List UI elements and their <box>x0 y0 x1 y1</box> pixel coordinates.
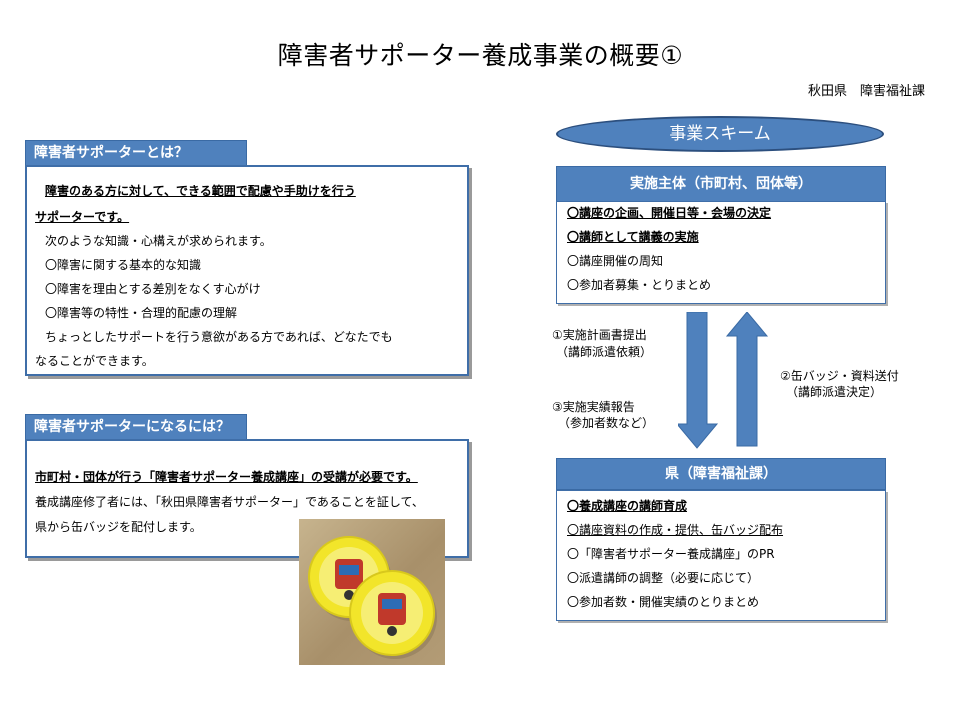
about-line-1: 障害のある方に対して、できる範囲で配慮や手助けを行う <box>45 184 356 198</box>
page-title: 障害者サポーター養成事業の概要① <box>277 41 684 70</box>
top-item-1: 〇講座の企画、開催日等・会場の決定 <box>567 206 772 220</box>
bottom-item-1: 〇養成講座の講師育成 <box>567 499 688 513</box>
about-line-4: 〇障害に関する基本的な知識 <box>45 258 202 272</box>
bottom-box: 〇養成講座の講師育成 〇講座資料の作成・提供、缶バッジ配布 〇「障害者サポーター… <box>556 490 886 621</box>
flow-step2: ②缶バッジ・資料送付 <box>780 369 899 383</box>
department-label: 秋田県 障害福祉課 <box>807 84 925 99</box>
about-tab: 障害者サポーターとは？ <box>25 140 247 166</box>
flow-arrows <box>678 312 769 449</box>
top-item-2: 〇講師として講義の実施 <box>567 230 699 244</box>
become-line-1: 市町村・団体が行う「障害者サポーター養成講座」の受講が必要です。 <box>35 470 418 484</box>
flow-step2-sub: （講師派遣決定） <box>786 385 883 399</box>
bottom-box-header: 県（障害福祉課） <box>556 458 886 490</box>
bottom-item-4: 〇派遣講師の調整（必要に応じて） <box>567 571 760 585</box>
top-box-header: 実施主体（市町村、団体等） <box>556 166 886 202</box>
about-line-2: サポーターです。 <box>35 210 130 224</box>
up-arrow <box>725 312 769 447</box>
about-line-6: 〇障害等の特性・合理的配慮の理解 <box>45 306 238 320</box>
become-line-2: 養成講座修了者には、「秋田県障害者サポーター」であることを証して、 <box>35 495 424 509</box>
badge-illustration <box>308 536 437 659</box>
flow-step3-sub: （参加者数など） <box>558 416 655 430</box>
bottom-item-3: 〇「障害者サポーター養成講座」のPR <box>567 547 775 561</box>
top-item-3: 〇講座開催の周知 <box>567 254 664 268</box>
top-box: 〇講座の企画、開催日等・会場の決定 〇講師として講義の実施 〇講座開催の周知 〇… <box>556 201 886 304</box>
about-line-5: 〇障害を理由とする差別をなくす心がけ <box>45 282 261 296</box>
about-line-3: 次のような知識・心構えが求められます。 <box>45 234 272 248</box>
down-arrow <box>678 312 719 449</box>
become-box: 市町村・団体が行う「障害者サポーター養成講座」の受講が必要です。 養成講座修了者… <box>25 439 469 558</box>
flow-step3: ③実施実績報告 <box>552 400 635 414</box>
flow-step1-sub: （講師派遣依頼） <box>556 345 653 359</box>
about-box: 障害のある方に対して、できる範囲で配慮や手助けを行う サポーターです。 次のよう… <box>25 165 469 376</box>
bottom-item-5: 〇参加者数・開催実績のとりまとめ <box>567 595 760 609</box>
top-item-4: 〇参加者募集・とりまとめ <box>567 278 712 292</box>
scheme-label: 事業スキーム <box>556 116 884 152</box>
become-tab: 障害者サポーターになるには？ <box>25 414 247 440</box>
bottom-item-2: 〇講座資料の作成・提供、缶バッジ配布 <box>567 523 784 537</box>
about-line-7: ちょっとしたサポートを行う意欲がある方であれば、どなたでも <box>45 330 393 344</box>
about-line-8: なることができます。 <box>35 354 154 368</box>
badge-photo <box>299 519 445 665</box>
flow-step1: ①実施計画書提出 <box>552 328 647 342</box>
become-line-3: 県から缶バッジを配付します。 <box>35 520 202 534</box>
